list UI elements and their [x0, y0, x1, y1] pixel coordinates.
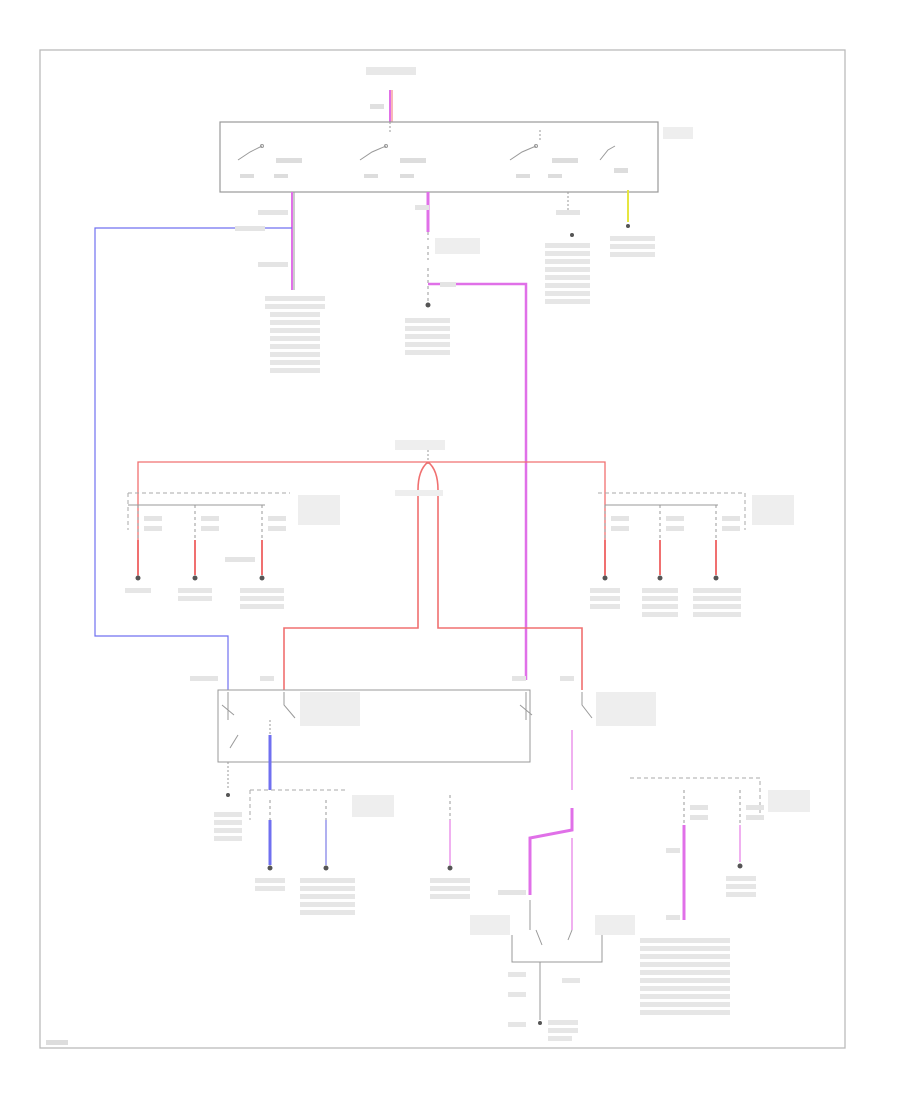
acc-circuit — [258, 192, 325, 373]
lower-middle-branch — [430, 730, 635, 1041]
top-power-source — [366, 67, 416, 122]
relay-left — [190, 676, 531, 763]
footer-code — [46, 1040, 68, 1045]
run-circuit — [405, 192, 528, 680]
ignition-switch — [219, 121, 693, 193]
fuse-box-right — [590, 492, 794, 617]
start-circuit — [545, 192, 590, 304]
lower-left-branch — [214, 735, 394, 915]
relay-right — [512, 676, 656, 726]
yellow-circuit — [610, 190, 655, 257]
blue-wire-loop — [94, 226, 292, 690]
fuse-box-left — [125, 492, 340, 609]
mid-power-source — [137, 440, 606, 690]
diagram-border — [39, 49, 846, 1049]
fuse-box-lower-right — [630, 777, 810, 1015]
